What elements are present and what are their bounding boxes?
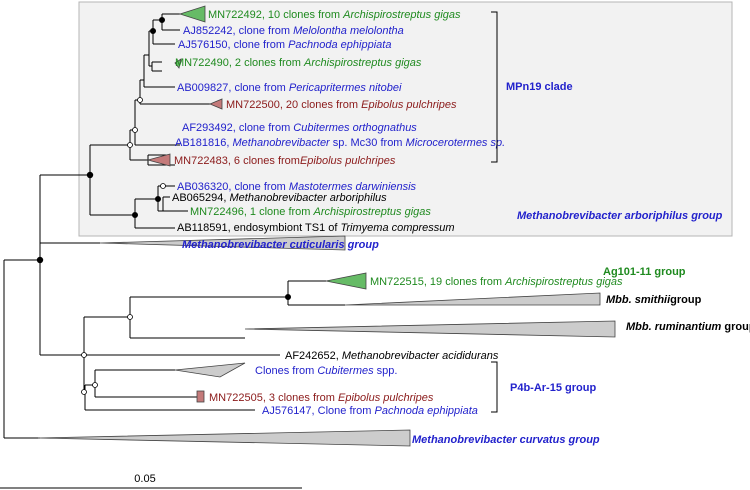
tip-label-af293492: AF293492, clone from Cubitermes orthogna… bbox=[182, 122, 417, 134]
support-node-open bbox=[132, 127, 138, 133]
clade-triangle-ruminantium bbox=[244, 320, 616, 338]
clade-triangle-smithii bbox=[344, 292, 601, 306]
tip-label-af242652: AF242652, Methanobrevibacter acididurans bbox=[285, 350, 499, 362]
tip-label-mn722505: MN722505, 3 clones from Epibolus pulchri… bbox=[209, 392, 434, 404]
tip-label-aj576150: AJ576150, clone from Pachnoda ephippiata bbox=[178, 39, 391, 51]
tip-label-mn722490: MN722490, 2 clones from Archispirostrept… bbox=[175, 57, 422, 69]
tip-label-aj576147: AJ576147, Clone from Pachnoda ephippiata bbox=[262, 405, 478, 417]
ag101-group-label: Ag101-11 group bbox=[603, 266, 686, 278]
tip-label-ab009827: AB009827, clone from Pericapritermes nit… bbox=[177, 82, 402, 94]
curvatus-group-label: Methanobrevibacter curvatus group bbox=[412, 434, 600, 446]
smithii-group-label: Mbb. smithiigroup bbox=[606, 294, 702, 306]
support-node-filled bbox=[131, 211, 138, 218]
tree-branches bbox=[3, 13, 345, 439]
support-node-open bbox=[81, 352, 87, 358]
tip-label-ab065294: AB065294, Methanobrevibacter arboriphilu… bbox=[172, 192, 387, 204]
support-node-filled bbox=[154, 195, 161, 202]
mpn19-bracket bbox=[491, 11, 498, 163]
node-support-markers bbox=[36, 16, 291, 395]
tip-label-aj852242: AJ852242, clone from Melolontha melolont… bbox=[183, 25, 404, 37]
scale-bar: 0.05 bbox=[0, 473, 302, 489]
tip-label-cubitermes: Clones from Cubitermes spp. bbox=[255, 365, 397, 377]
cuticularis-group-label: Methanobrevibacter cuticularis group bbox=[182, 239, 379, 251]
clade-rect-mn722505 bbox=[196, 390, 205, 403]
support-node-filled bbox=[86, 171, 94, 179]
clade-triangle-mn722500 bbox=[208, 98, 223, 110]
tip-label-mn722496: MN722496, 1 clone from Archispirostreptu… bbox=[190, 206, 431, 218]
clade-triangle-mn722490 bbox=[174, 58, 182, 69]
tip-label-ab118591: AB118591, endosymbiont TS1 of Trimyema c… bbox=[177, 222, 455, 234]
support-node-filled bbox=[36, 256, 44, 264]
p4b-group-label: P4b-Ar-15 group bbox=[510, 382, 596, 394]
ruminantium-group-label: Mbb. ruminantium group bbox=[626, 321, 750, 333]
tip-labels: MN722492, 10 clones from Archispirostrep… bbox=[172, 9, 623, 417]
group-labels: MPn19 clade Methanobrevibacter arboriphi… bbox=[182, 81, 750, 446]
tip-label-mn722515: MN722515, 19 clones from Archispirostrep… bbox=[370, 276, 623, 288]
tip-label-ab181816: AB181816, Methanobrevibacter sp. Mc30 fr… bbox=[175, 137, 505, 149]
support-node-open bbox=[92, 382, 98, 388]
support-node-filled bbox=[284, 293, 291, 300]
clade-triangle-cuticularis bbox=[99, 235, 346, 251]
tip-label-mn722500: MN722500, 20 clones from Epibolus pulchr… bbox=[226, 99, 457, 111]
support-node-open bbox=[160, 183, 166, 189]
clade-triangle-mn722515 bbox=[325, 272, 367, 290]
support-node-open bbox=[81, 389, 87, 395]
support-node-open bbox=[137, 97, 143, 103]
tip-label-mn722483: MN722483, 6 clones fromEpibolus pulchrip… bbox=[174, 155, 396, 167]
arboriphilus-group-label: Methanobrevibacter arboriphilus group bbox=[517, 210, 723, 222]
arboriphilus-highlight-box bbox=[78, 1, 733, 237]
support-node-open bbox=[127, 142, 133, 148]
clade-triangle-mn722492 bbox=[178, 5, 206, 23]
tip-label-ab036320: AB036320, clone from Mastotermes darwini… bbox=[177, 181, 417, 193]
mpn19-clade-label: MPn19 clade bbox=[506, 81, 573, 93]
clade-triangle-mn722483 bbox=[146, 153, 171, 167]
support-node-filled bbox=[149, 27, 156, 34]
tip-label-mn722492: MN722492, 10 clones from Archispirostrep… bbox=[208, 9, 461, 21]
support-node-filled bbox=[158, 16, 165, 23]
clade-brackets bbox=[491, 11, 498, 413]
collapsed-clades bbox=[37, 5, 616, 447]
support-node-open bbox=[127, 314, 133, 320]
clade-triangle-curvatus bbox=[37, 429, 411, 447]
scale-bar-label: 0.05 bbox=[134, 473, 155, 485]
clade-triangle-cubitermes bbox=[174, 362, 246, 378]
p4b-bracket bbox=[491, 361, 498, 413]
